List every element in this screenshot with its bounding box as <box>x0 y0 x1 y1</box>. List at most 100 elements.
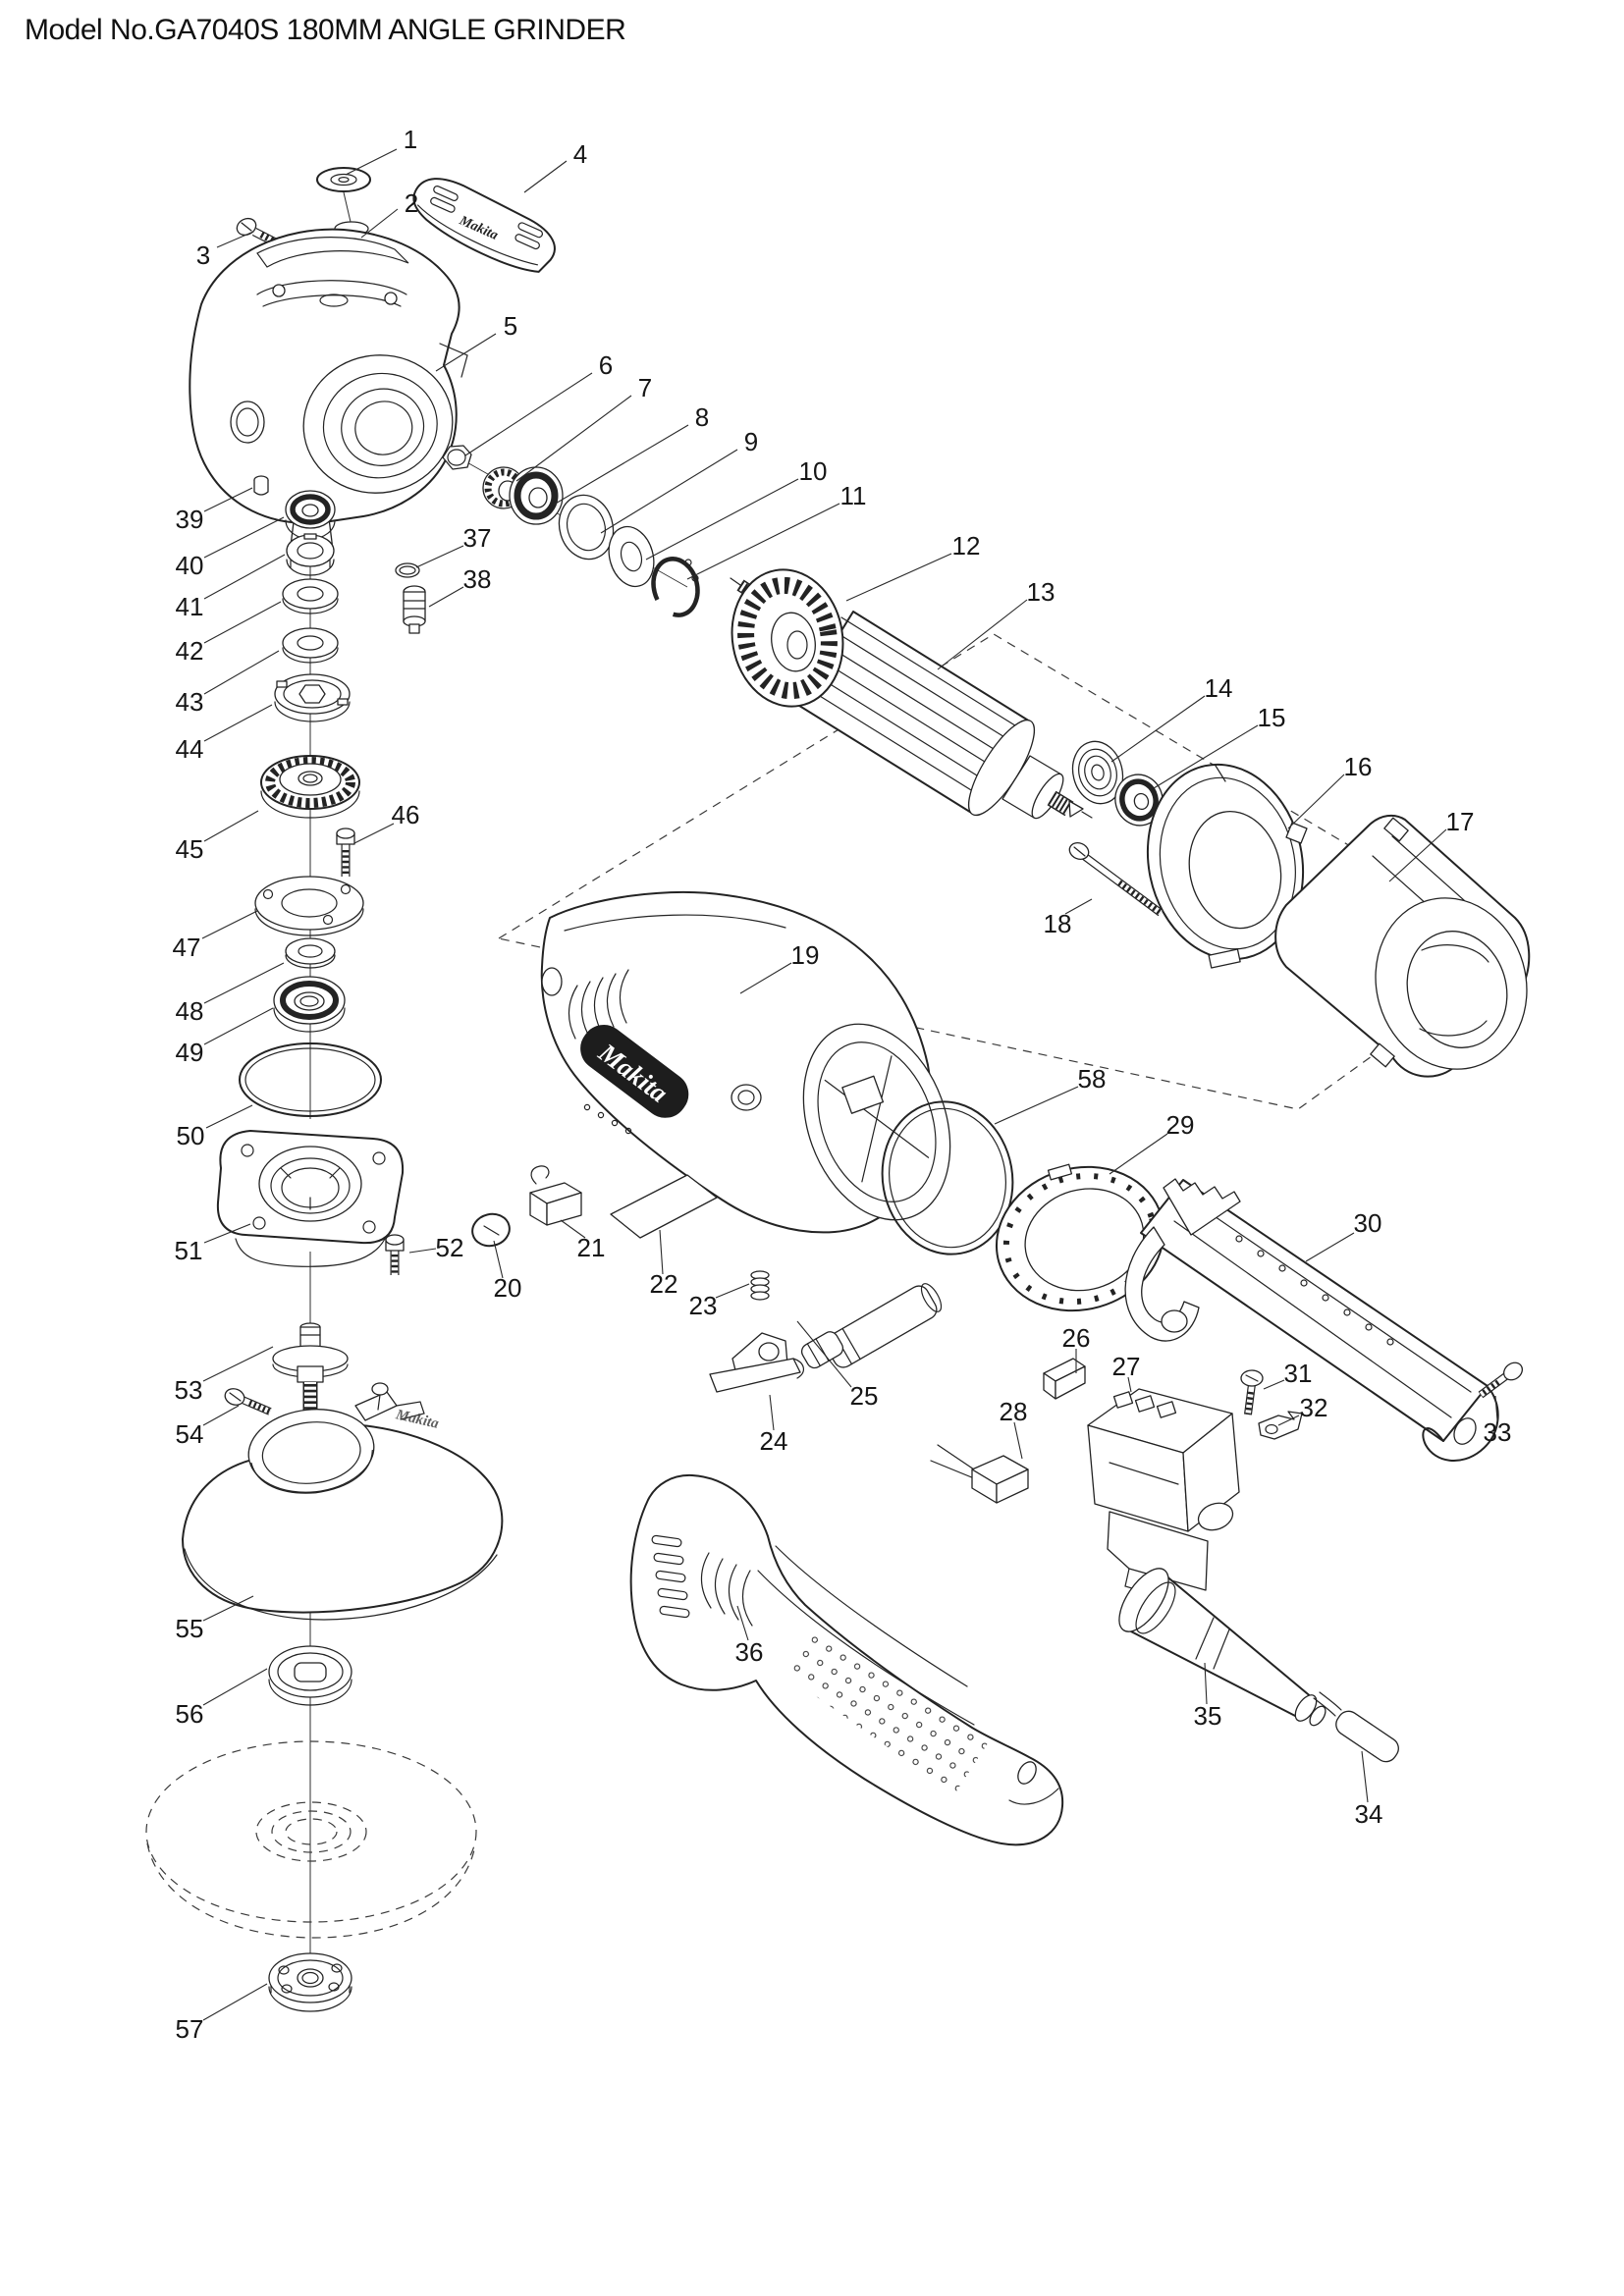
part-label-19: 19 <box>791 940 820 970</box>
part-leader-3 <box>216 231 254 248</box>
part-leader-18 <box>1064 898 1093 915</box>
part-9-rubber-ring <box>558 494 615 561</box>
part-leader-54 <box>202 1405 240 1426</box>
part-label-3: 3 <box>196 240 210 270</box>
part-leader-29 <box>1109 1133 1168 1175</box>
part-leader-33 <box>1494 1395 1498 1421</box>
part-22-name-plate <box>610 1174 718 1239</box>
part-label-34: 34 <box>1355 1799 1383 1829</box>
part-label-42: 42 <box>176 636 204 666</box>
part-label-9: 9 <box>744 427 758 456</box>
part-leader-8 <box>553 424 689 506</box>
part-leader-42 <box>203 601 282 644</box>
page-title: Model No.GA7040S 180MM ANGLE GRINDER <box>25 14 626 46</box>
part-label-20: 20 <box>494 1273 522 1303</box>
part-leader-58 <box>994 1086 1079 1125</box>
part-5-gear-housing <box>189 228 468 559</box>
part-label-10: 10 <box>799 456 828 486</box>
part-27-switch <box>1087 1388 1240 1597</box>
part-16-baffle-plate <box>1146 763 1308 969</box>
part-33-screw-long <box>1478 1362 1524 1399</box>
part-label-50: 50 <box>177 1121 205 1150</box>
part-46-screw <box>336 828 355 877</box>
part-label-14: 14 <box>1205 673 1233 703</box>
part-leader-37 <box>415 545 464 568</box>
part-label-53: 53 <box>175 1375 203 1405</box>
part-28-capacitor <box>930 1444 1029 1504</box>
part-leader-17 <box>1388 828 1447 882</box>
part-leader-53 <box>202 1346 274 1382</box>
part-leader-1 <box>345 148 398 176</box>
part-40-ball-bearing <box>285 490 336 540</box>
part-38-oil-plug <box>403 585 426 634</box>
part-34-power-cord <box>1313 1691 1399 1763</box>
part-23-spring-small <box>750 1270 770 1301</box>
part-label-33: 33 <box>1484 1417 1512 1447</box>
part-label-22: 22 <box>650 1269 678 1299</box>
part-label-40: 40 <box>176 551 204 580</box>
part-leader-5 <box>435 333 497 372</box>
part-leader-25 <box>796 1320 852 1388</box>
part-leader-10 <box>645 478 799 561</box>
part-leader-52 <box>408 1248 437 1254</box>
guard-makita-logo: Makita <box>394 1407 441 1432</box>
part-label-39: 39 <box>176 505 204 534</box>
part-label-44: 44 <box>176 734 204 764</box>
part-57-lock-nut <box>268 1952 352 2012</box>
part-label-41: 41 <box>176 592 204 621</box>
part-label-27: 27 <box>1112 1352 1141 1381</box>
part-label-47: 47 <box>173 933 201 962</box>
part-14-insulation-washer <box>1071 740 1124 805</box>
part-label-46: 46 <box>392 800 420 829</box>
part-leader-20 <box>493 1240 504 1279</box>
part-leader-34 <box>1361 1750 1369 1803</box>
part-label-54: 54 <box>176 1419 204 1449</box>
part-32-clamp-plate <box>1258 1411 1303 1440</box>
part-51-bearing-box <box>216 1130 405 1267</box>
part-50-rubber-ring <box>239 1042 382 1117</box>
part-24-lock-lever <box>709 1332 804 1393</box>
part-leader-39 <box>203 487 253 512</box>
part-48-flat-washer <box>285 937 336 969</box>
part-12-fan <box>731 568 844 708</box>
part-label-58: 58 <box>1078 1064 1107 1094</box>
part-leader-55 <box>202 1595 254 1622</box>
part-leader-57 <box>202 1983 268 2021</box>
part-26-carbon-brush <box>1043 1358 1086 1400</box>
part-label-12: 12 <box>952 531 981 561</box>
part-leader-36 <box>736 1605 749 1641</box>
part-label-7: 7 <box>638 373 652 402</box>
part-leader-49 <box>203 1007 274 1045</box>
part-47-bearing-retainer <box>254 876 364 936</box>
part-label-23: 23 <box>689 1291 718 1320</box>
part-leader-7 <box>515 395 632 482</box>
part-leader-47 <box>201 910 258 939</box>
part-leader-43 <box>203 650 280 695</box>
part-44-gear-retainer <box>274 673 351 722</box>
part-leader-48 <box>203 962 285 1004</box>
part-41-lock-nut <box>286 533 335 576</box>
part-20-brush-cap <box>471 1212 511 1248</box>
part-4-shoulder-cover: Makita <box>412 178 556 273</box>
part-leader-38 <box>428 586 464 608</box>
part-leader-21 <box>560 1219 586 1239</box>
part-39-pin <box>253 475 269 496</box>
part-leader-24 <box>769 1394 775 1431</box>
part-54-screw <box>224 1388 272 1415</box>
part-56-inner-flange <box>268 1645 352 1706</box>
part-label-37: 37 <box>463 523 492 553</box>
part-leader-27 <box>1127 1376 1132 1393</box>
part-leader-19 <box>739 962 792 994</box>
part-label-13: 13 <box>1027 577 1056 607</box>
part-label-5: 5 <box>504 311 517 341</box>
part-11-retaining-ring <box>651 557 700 617</box>
part-45-spiral-bevel-gear <box>260 755 360 819</box>
part-label-51: 51 <box>175 1236 203 1265</box>
part-17-field-stator <box>1274 814 1531 1078</box>
part-49-ball-bearing <box>273 976 346 1033</box>
part-label-49: 49 <box>176 1038 204 1067</box>
part-53-spindle <box>272 1322 349 1423</box>
part-label-57: 57 <box>176 2014 204 2044</box>
part-label-26: 26 <box>1062 1323 1091 1353</box>
